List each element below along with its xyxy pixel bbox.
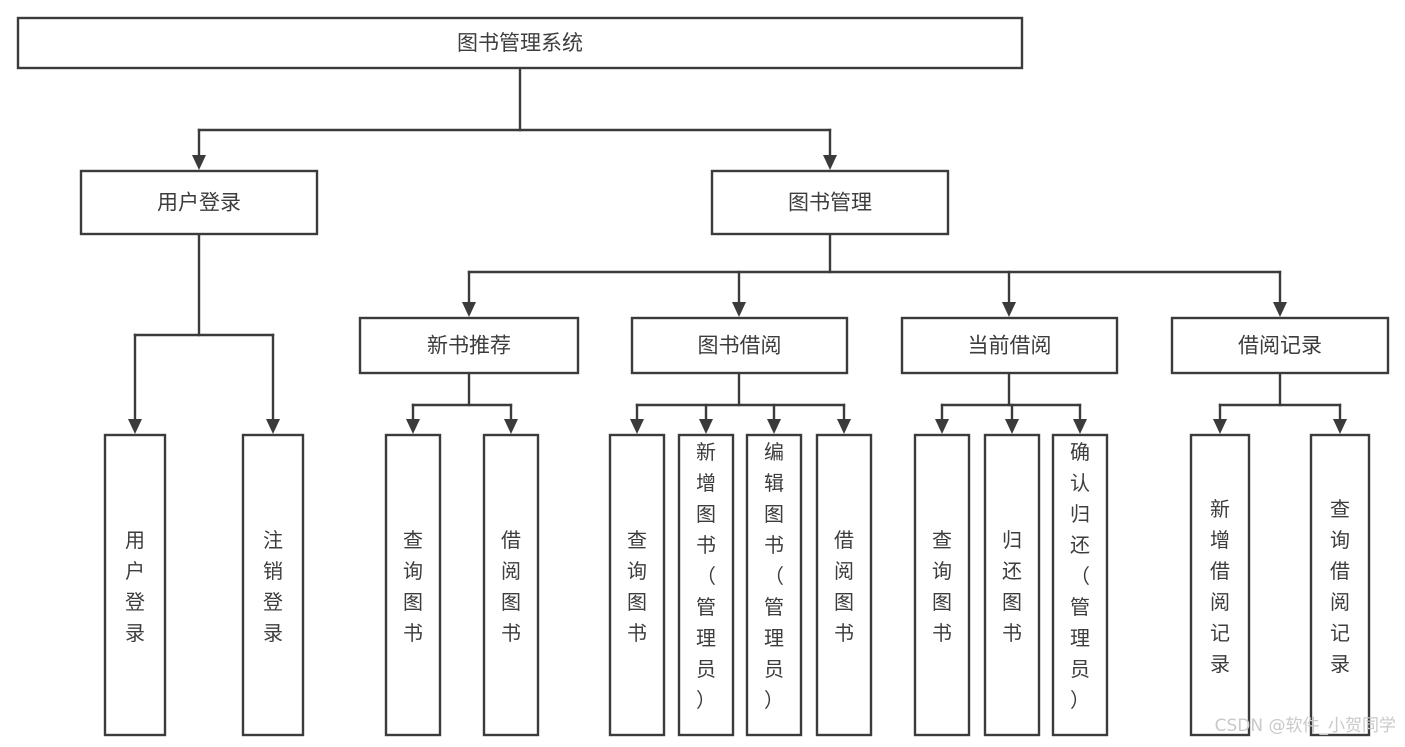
node-leaf-user-login[interactable]: 用户登录: [103, 433, 167, 737]
node-label-leaf-query-book-recommend: 查询图书: [403, 528, 423, 645]
node-leaf-borrow-book[interactable]: 借阅图书: [815, 433, 873, 737]
node-box-leaf-confirm-return[interactable]: [1051, 433, 1109, 737]
connector-conn-record-to-leaves: [1213, 371, 1347, 434]
arrow-head-icon: [1005, 419, 1019, 434]
node-leaf-confirm-return[interactable]: 确认归还（管理员）: [1051, 433, 1109, 737]
arrow-head-icon: [1333, 419, 1347, 434]
arrow-head-icon: [630, 419, 644, 434]
node-box-leaf-edit-book[interactable]: [745, 433, 803, 737]
node-label-leaf-query-book-borrow: 查询图书: [627, 528, 647, 645]
node-box-leaf-user-login[interactable]: [103, 433, 167, 737]
node-box-leaf-return-book[interactable]: [983, 433, 1041, 737]
connector-conn-root-to-level2: [192, 66, 837, 170]
arrow-head-icon: [462, 302, 476, 317]
node-label-leaf-borrow-book-recommend: 借阅图书: [501, 528, 521, 645]
arrow-head-icon: [192, 155, 206, 170]
node-label-leaf-query-book-current: 查询图书: [932, 528, 952, 645]
node-box-current-borrow[interactable]: [900, 316, 1119, 375]
node-box-leaf-query-book-recommend[interactable]: [384, 433, 442, 737]
node-box-book-borrow[interactable]: [630, 316, 849, 375]
node-box-leaf-borrow-book[interactable]: [815, 433, 873, 737]
node-book-manage[interactable]: 图书管理: [710, 169, 950, 236]
arrow-head-icon: [128, 419, 142, 434]
node-label-root: 图书管理系统: [457, 31, 583, 55]
arrow-head-icon: [1002, 302, 1016, 317]
arrow-head-icon: [1213, 419, 1227, 434]
node-leaf-return-book[interactable]: 归还图书: [983, 433, 1041, 737]
node-box-borrow-record[interactable]: [1170, 316, 1390, 375]
arrow-head-icon: [935, 419, 949, 434]
arrow-head-icon: [699, 419, 713, 434]
node-box-root[interactable]: [16, 16, 1024, 70]
connector-conn-book-manage-to-level3: [462, 232, 1287, 317]
node-user-login[interactable]: 用户登录: [79, 169, 319, 236]
node-leaf-query-borrow-record[interactable]: 查询借阅记录: [1309, 433, 1371, 737]
csdn-watermark: CSDN @软件_小贺同学: [1215, 716, 1396, 736]
node-label-leaf-query-borrow-record: 查询借阅记录: [1330, 497, 1350, 676]
node-label-new-book-recommend: 新书推荐: [427, 334, 511, 358]
node-leaf-query-book-borrow[interactable]: 查询图书: [608, 433, 666, 737]
node-new-book-recommend[interactable]: 新书推荐: [358, 316, 580, 375]
node-borrow-record[interactable]: 借阅记录: [1170, 316, 1390, 375]
node-label-user-login: 用户登录: [157, 191, 241, 215]
arrow-head-icon: [504, 419, 518, 434]
arrow-head-icon: [837, 419, 851, 434]
node-box-user-login[interactable]: [79, 169, 319, 236]
node-label-leaf-user-login: 用户登录: [125, 528, 145, 645]
node-box-leaf-logout[interactable]: [241, 433, 305, 737]
arrow-head-icon: [732, 302, 746, 317]
node-label-leaf-logout: 注销登录: [263, 528, 283, 645]
node-box-leaf-query-borrow-record[interactable]: [1309, 433, 1371, 737]
node-label-borrow-record: 借阅记录: [1238, 334, 1322, 358]
node-label-leaf-edit-book: 编辑图书（管理员）: [764, 440, 784, 712]
node-box-leaf-borrow-book-recommend[interactable]: [482, 433, 540, 737]
connector-conn-current-to-leaves: [935, 371, 1087, 434]
node-leaf-logout[interactable]: 注销登录: [241, 433, 305, 737]
node-label-current-borrow: 当前借阅: [968, 334, 1052, 358]
arrow-head-icon: [1273, 302, 1287, 317]
node-label-leaf-add-book: 新增图书（管理员）: [696, 440, 716, 712]
node-label-book-borrow: 图书借阅: [698, 334, 782, 358]
node-box-new-book-recommend[interactable]: [358, 316, 580, 375]
node-box-leaf-query-book-borrow[interactable]: [608, 433, 666, 737]
node-leaf-edit-book[interactable]: 编辑图书（管理员）: [745, 433, 803, 737]
node-leaf-query-book-current[interactable]: 查询图书: [913, 433, 971, 737]
node-label-book-manage: 图书管理: [788, 191, 872, 215]
node-leaf-query-book-recommend[interactable]: 查询图书: [384, 433, 442, 737]
nodes-layer: 图书管理系统用户登录图书管理新书推荐图书借阅当前借阅借阅记录用户登录注销登录查询…: [16, 16, 1390, 737]
node-leaf-borrow-book-recommend[interactable]: 借阅图书: [482, 433, 540, 737]
node-root[interactable]: 图书管理系统: [16, 16, 1024, 70]
node-box-leaf-add-book[interactable]: [677, 433, 735, 737]
connector-conn-borrow-to-leaves: [630, 371, 851, 434]
arrow-head-icon: [823, 155, 837, 170]
arrow-head-icon: [266, 419, 280, 434]
node-box-leaf-query-book-current[interactable]: [913, 433, 971, 737]
node-leaf-add-book[interactable]: 新增图书（管理员）: [677, 433, 735, 737]
node-label-leaf-return-book: 归还图书: [1002, 528, 1022, 645]
node-label-leaf-add-borrow-record: 新增借阅记录: [1210, 497, 1230, 676]
arrow-head-icon: [767, 419, 781, 434]
connector-conn-recommend-to-leaves: [406, 371, 518, 434]
node-current-borrow[interactable]: 当前借阅: [900, 316, 1119, 375]
connector-conn-user-login-to-leaves: [128, 232, 280, 434]
arrow-head-icon: [1073, 419, 1087, 434]
connections-layer: [128, 66, 1347, 434]
node-box-book-manage[interactable]: [710, 169, 950, 236]
node-label-leaf-confirm-return: 确认归还（管理员）: [1070, 440, 1090, 712]
node-box-leaf-add-borrow-record[interactable]: [1189, 433, 1251, 737]
node-leaf-add-borrow-record[interactable]: 新增借阅记录: [1189, 433, 1251, 737]
node-book-borrow[interactable]: 图书借阅: [630, 316, 849, 375]
arrow-head-icon: [406, 419, 420, 434]
node-label-leaf-borrow-book: 借阅图书: [834, 528, 854, 645]
